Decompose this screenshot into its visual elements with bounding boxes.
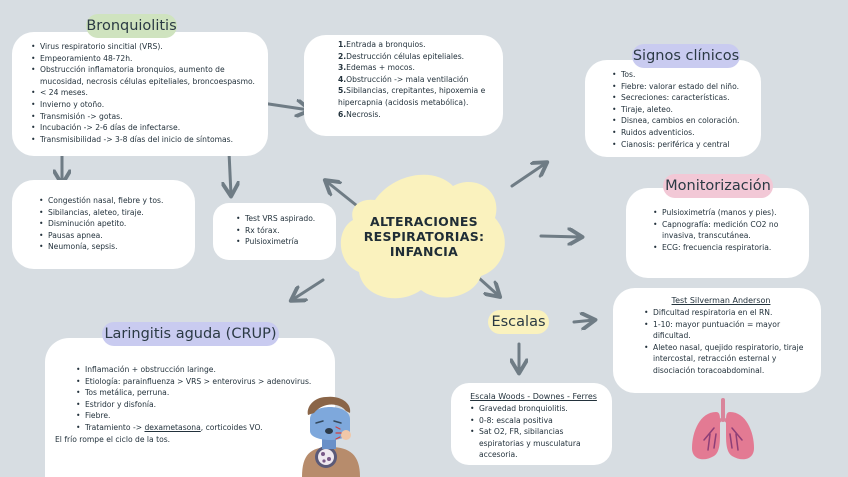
bronquiolitis-item: Transmisión -> gotas. [31,111,260,123]
monitorizacion-item: ECG: frecuencia respiratoria. [653,242,803,254]
diagnostico-item: Test VRS aspirado. [236,213,332,225]
silverman-item: Aleteo nasal, quejido respiratorio, tira… [644,342,815,377]
crup-list: Inflamación + obstrucción laringe.Etiolo… [73,364,329,434]
fisiopatologia-step-text: Necrosis. [346,109,381,119]
bronquiolitis-clinica-list: Congestión nasal, fiebre y tos.Sibilanci… [36,195,189,253]
monitorizacion-item: Pulsioximetría (manos y pies). [653,207,803,219]
fisiopatologia-step-text: Destrucción células epiteliales. [346,51,465,61]
monitorizacion-card: Pulsioximetría (manos y pies).Capnografí… [626,188,809,278]
center-title-line-1: ALTERACIONES [370,214,478,229]
monitorizacion-item: Capnografía: medición CO2 no invasiva, t… [653,219,803,242]
fisiopatologia-step-number: 6. [338,109,347,119]
signos-item: Disnea, cambios en coloración. [612,115,757,127]
bronquiolitis-diagnostico-list: Test VRS aspirado.Rx tórax.Pulsioximetrí… [233,213,332,248]
bronquiolitis-clinica-card: Congestión nasal, fiebre y tos.Sibilanci… [12,180,195,269]
signos-title: Signos clínicos [632,44,740,68]
silverman-title: Test Silverman Anderson [671,296,771,305]
woods-list: Gravedad bronquiolitis.0-8: escala posit… [467,403,608,461]
arrow-center-to-bronq [326,181,358,207]
arrow-center-to-monitor [539,236,581,237]
fisiopatologia-step-number: 2. [338,51,347,61]
arrow-center-to-crup [292,278,325,300]
fisiopatologia-step: 5.Sibilancias, crepitantes, hipoxemia e … [338,85,497,108]
fisiopatologia-step: 1.Entrada a bronquios. [338,39,497,51]
silverman-list: Dificultad respiratoria en el RN.1-10: m… [641,307,815,377]
fisiopatologia-step: 2.Destrucción células epiteliales. [338,51,497,63]
woods-card: Escala Woods - Downes - Ferres Gravedad … [451,383,612,465]
fisiopatologia-step-text: Sibilancias, crepitantes, hipoxemia e hi… [338,86,486,107]
signos-item: Ruidos adventicios. [612,127,757,139]
bronquiolitis-list: Virus respiratorio sincitial (VRS).Empeo… [28,41,260,145]
bronquiolitis-item: Obstrucción inflamatoria bronquios, aume… [31,64,260,87]
fisiopatologia-step-number: 3. [338,63,347,73]
crup-item: Inflamación + obstrucción laringe. [76,364,329,376]
fisiopatologia-card: 1.Entrada a bronquios.2.Destrucción célu… [304,35,503,136]
escalas-title: Escalas [488,310,549,334]
center-title: ALTERACIONES RESPIRATORIAS: INFANCIA [354,214,494,259]
signos-item: Secreciones: características. [612,92,757,104]
arrow-bronq-to-diagnostico [229,150,231,195]
coughing-child-illustration [302,396,360,477]
signos-item: Cianosis: periférica y central [612,139,757,151]
fisiopatologia-step-number: 4. [338,74,347,84]
crup-tratamiento-item: Tratamiento -> dexametasona, corticoides… [76,422,329,434]
fisiopatologia-step-text: Entrada a bronquios. [346,40,426,49]
bronquiolitis-item: Transmisibilidad -> 3-8 días del inicio … [31,134,260,146]
clinica-item: Congestión nasal, fiebre y tos. [39,195,189,207]
crup-tratamiento-prefix: Tratamiento -> [85,422,145,432]
silverman-item: Dificultad respiratoria en el RN. [644,307,815,319]
crup-item: Etiología: parainfluenza > VRS > enterov… [76,376,329,388]
signos-item: Fiebre: valorar estado del niño. [612,81,757,93]
fisiopatologia-step: 6.Necrosis. [338,109,497,121]
clinica-item: Disminución apetito. [39,218,189,230]
signos-item: Tiraje, aleteo. [612,104,757,116]
silverman-card: Test Silverman Anderson Dificultad respi… [613,288,821,393]
fisiopatologia-list: 1.Entrada a bronquios.2.Destrucción célu… [332,39,497,120]
fisiopatologia-step-text: Obstrucción -> mala ventilación [346,74,469,84]
arrow-bronq-to-fisio [260,103,309,110]
fisiopatologia-step: 3.Edemas + mocos. [338,62,497,74]
arrow-escalas-to-silverman [572,320,594,322]
bronquiolitis-card: Virus respiratorio sincitial (VRS).Empeo… [12,32,268,156]
crup-note: El frío rompe el ciclo de la tos. [55,434,171,444]
crup-tratamiento-drug: dexametasona [144,422,201,432]
fisiopatologia-step-number: 5. [338,86,347,96]
crup-item: Tos metálica, perruna. [76,387,329,399]
signos-card: Tos.Fiebre: valorar estado del niño.Secr… [585,60,761,157]
bronquiolitis-item: Empeoramiento 48-72h. [31,53,260,65]
signos-list: Tos.Fiebre: valorar estado del niño.Secr… [609,69,757,150]
bronquiolitis-title: Bronquiolitis [86,14,177,38]
monitorizacion-title: Monitorización [663,174,773,198]
fisiopatologia-step: 4.Obstrucción -> mala ventilación [338,74,497,86]
crup-card: Inflamación + obstrucción laringe.Etiolo… [45,338,335,477]
arrow-center-to-signos [510,163,546,188]
crup-title: Laringitis aguda (CRUP) [102,322,279,346]
diagnostico-item: Rx tórax. [236,225,332,237]
crup-item: Fiebre. [76,410,329,422]
clinica-item: Pausas apnea. [39,230,189,242]
monitorizacion-list: Pulsioximetría (manos y pies).Capnografí… [650,207,803,253]
silverman-item: 1-10: mayor puntuación = mayor dificulta… [644,319,815,342]
fisiopatologia-step-number: 1. [338,40,347,49]
bronquiolitis-item: Virus respiratorio sincitial (VRS). [31,41,260,53]
bronquiolitis-item: < 24 meses. [31,87,260,99]
bronquiolitis-diagnostico-card: Test VRS aspirado.Rx tórax.Pulsioximetrí… [213,203,336,260]
bronquiolitis-item: Invierno y otoño. [31,99,260,111]
woods-item: Gravedad bronquiolitis. [470,403,608,415]
woods-item: 0-8: escala positiva [470,415,608,427]
signos-item: Tos. [612,69,757,81]
woods-item: Sat O2, FR, sibilancias espiratorias y m… [470,426,608,461]
lungs-icon [692,398,754,460]
center-blob [340,174,505,299]
bronquiolitis-item: Incubación -> 2-6 días de infectarse. [31,122,260,134]
clinica-item: Neumonía, sepsis. [39,241,189,253]
center-title-line-2: RESPIRATORIAS: [363,229,485,244]
crup-item: Estridor y disfonía. [76,399,329,411]
diagnostico-item: Pulsioximetría [236,236,332,248]
crup-tratamiento-suffix: , corticoides VO. [200,422,263,432]
clinica-item: Sibilancias, aleteo, tiraje. [39,207,189,219]
center-title-line-3: INFANCIA [389,244,459,259]
fisiopatologia-step-text: Edemas + mocos. [346,63,415,73]
woods-title: Escala Woods - Downes - Ferres [470,392,597,401]
